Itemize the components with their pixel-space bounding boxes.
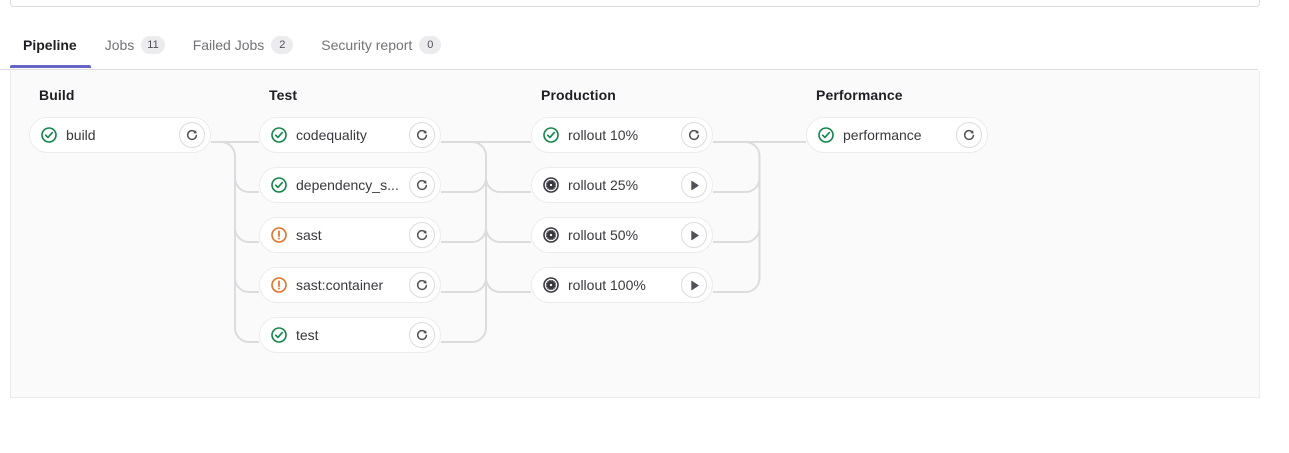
job-name: test	[296, 327, 319, 343]
status-success-icon	[271, 127, 287, 143]
retry-icon	[185, 128, 199, 142]
pipeline-job-dependency-s-[interactable]: dependency_s...	[259, 167, 441, 203]
pipeline-job-sast-container[interactable]: sast:container	[259, 267, 441, 303]
pipeline-job-rollout-50-[interactable]: rollout 50%	[531, 217, 713, 253]
connector-line	[234, 177, 259, 193]
status-success-icon	[41, 127, 57, 143]
tab-label: Failed Jobs	[192, 37, 265, 53]
job-name: rollout 100%	[568, 277, 646, 293]
tab-badge-count: 11	[141, 36, 165, 54]
retry-job-button[interactable]	[956, 122, 982, 148]
status-manual-icon	[543, 277, 559, 293]
retry-job-button[interactable]	[409, 272, 435, 298]
retry-icon	[415, 328, 429, 342]
job-name: codequality	[296, 127, 367, 143]
stage-title: Test	[269, 87, 298, 103]
play-job-button[interactable]	[681, 272, 707, 298]
tab-pipeline[interactable]: Pipeline	[10, 22, 91, 68]
stage-job-list: build	[29, 117, 211, 153]
tab-badge-count: 2	[271, 36, 294, 54]
retry-job-button[interactable]	[179, 122, 205, 148]
connector-line	[234, 277, 259, 293]
retry-icon	[415, 228, 429, 242]
job-name: rollout 50%	[568, 227, 639, 243]
retry-icon	[415, 278, 429, 292]
retry-icon	[415, 178, 429, 192]
play-job-button[interactable]	[681, 172, 707, 198]
job-name: build	[66, 127, 96, 143]
connector-line	[234, 227, 259, 243]
retry-icon	[687, 128, 701, 142]
job-name: sast:container	[296, 277, 384, 293]
tab-badge-count: 0	[419, 36, 442, 54]
connector-line	[220, 141, 236, 157]
job-name: dependency_s...	[296, 177, 399, 193]
retry-job-button[interactable]	[409, 172, 435, 198]
play-icon	[688, 229, 701, 242]
retry-icon	[415, 128, 429, 142]
tab-label: Jobs	[104, 37, 135, 53]
pipeline-job-build[interactable]: build	[29, 117, 211, 153]
stage-job-list: rollout 10% rollout 25% rollout 50% rollout…	[531, 117, 713, 303]
connector-line	[713, 277, 761, 293]
tab-security-report[interactable]: Security report 0	[307, 22, 455, 68]
status-success-icon	[271, 327, 287, 343]
connector-line	[441, 277, 487, 293]
connector-line	[234, 327, 259, 343]
play-icon	[688, 279, 701, 292]
pipeline-stage: Test codequality dependency_s...sast sast:c…	[259, 87, 441, 353]
stage-title: Build	[39, 87, 75, 103]
retry-icon	[962, 128, 976, 142]
stage-title: Performance	[816, 87, 903, 103]
retry-job-button[interactable]	[409, 122, 435, 148]
status-manual-icon	[543, 177, 559, 193]
job-name: performance	[843, 127, 922, 143]
status-warning-icon	[271, 277, 287, 293]
job-name: sast	[296, 227, 322, 243]
retry-job-button[interactable]	[681, 122, 707, 148]
connector-line	[485, 277, 531, 293]
play-icon	[688, 179, 701, 192]
connector-line	[745, 141, 761, 157]
status-manual-icon	[543, 227, 559, 243]
status-success-icon	[818, 127, 834, 143]
connector-line	[485, 177, 531, 193]
status-warning-icon	[271, 227, 287, 243]
stage-job-list: codequality dependency_s...sast sast:conta…	[259, 117, 441, 353]
tab-jobs[interactable]: Jobs 11	[91, 22, 179, 68]
card-top-edge	[10, 0, 1260, 7]
stage-title: Production	[541, 87, 616, 103]
connector-line	[441, 177, 487, 193]
pipeline-job-rollout-25-[interactable]: rollout 25%	[531, 167, 713, 203]
connector-line	[713, 177, 761, 193]
connector-line	[441, 327, 487, 343]
pipeline-tabbar: Pipeline Jobs 11 Failed Jobs 2 Security repor…	[0, 22, 1258, 70]
retry-job-button[interactable]	[409, 322, 435, 348]
connector-line	[485, 227, 531, 243]
stage-job-list: performance	[806, 117, 988, 153]
tab-label: Pipeline	[23, 37, 77, 53]
pipeline-stage: Build build	[29, 87, 211, 153]
pipeline-job-rollout-100-[interactable]: rollout 100%	[531, 267, 713, 303]
tab-failed-jobs[interactable]: Failed Jobs 2	[179, 22, 308, 68]
status-success-icon	[543, 127, 559, 143]
job-name: rollout 10%	[568, 127, 639, 143]
tab-label: Security report	[321, 37, 413, 53]
pipeline-job-rollout-10-[interactable]: rollout 10%	[531, 117, 713, 153]
play-job-button[interactable]	[681, 222, 707, 248]
pipeline-job-sast[interactable]: sast	[259, 217, 441, 253]
connector-line	[713, 227, 761, 243]
retry-job-button[interactable]	[409, 222, 435, 248]
pipeline-graph-canvas: Build build Test codequality dependency_s...…	[10, 71, 1260, 398]
pipeline-job-codequality[interactable]: codequality	[259, 117, 441, 153]
pipeline-job-test[interactable]: test	[259, 317, 441, 353]
job-name: rollout 25%	[568, 177, 639, 193]
status-success-icon	[271, 177, 287, 193]
connector-line	[471, 141, 487, 157]
connector-line	[441, 227, 487, 243]
pipeline-job-performance[interactable]: performance	[806, 117, 988, 153]
pipeline-stage: Performance performance	[806, 87, 988, 153]
